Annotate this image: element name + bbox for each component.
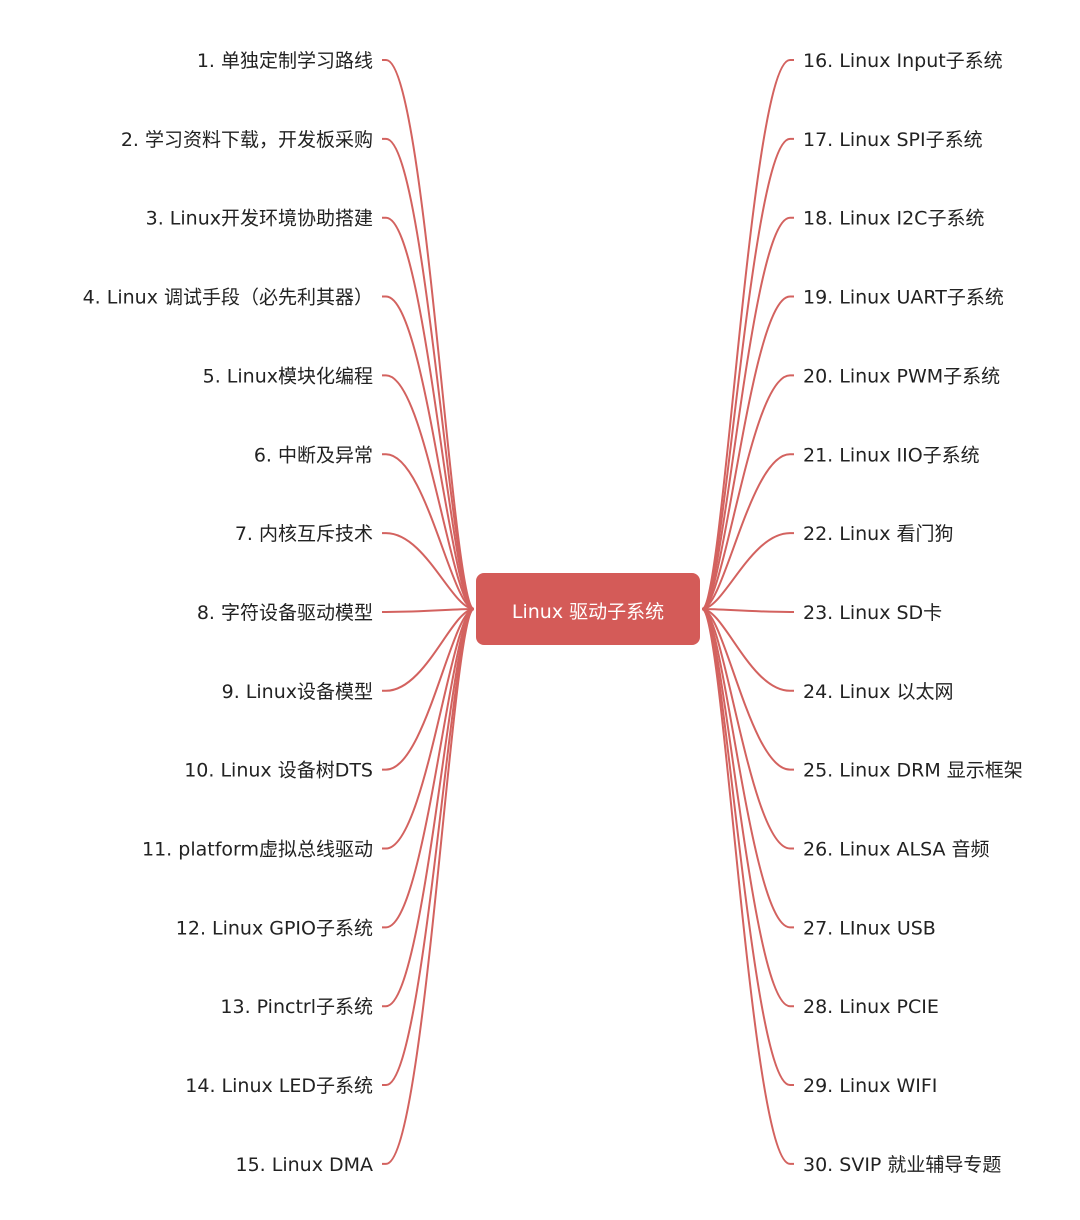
- right-branch-label: 30. SVIP 就业辅导专题: [803, 1154, 1001, 1176]
- left-branch-label: 6. 中断及异常: [254, 444, 373, 466]
- right-branch-connector: [701, 608, 794, 929]
- right-branch-label: 23. Linux SD卡: [803, 602, 942, 624]
- right-branch-label: 26. Linux ALSA 音频: [803, 839, 990, 861]
- left-branch-label: 8. 字符设备驱动模型: [197, 602, 373, 624]
- right-branch-label: 19. Linux UART子系统: [803, 287, 1004, 309]
- left-branch-connector: [382, 608, 475, 1087]
- right-branch-connector: [701, 374, 794, 610]
- left-branch-label: 3. Linux开发环境协助搭建: [146, 208, 373, 230]
- right-branch-connector: [701, 216, 794, 610]
- right-branch-label: 21. Linux IIO子系统: [803, 444, 980, 466]
- left-connectors: [382, 59, 475, 1165]
- left-branch-labels: 1. 单独定制学习路线 2. 学习资料下载，开发板采购 3. Linux开发环境协助…: [83, 50, 373, 1176]
- right-branch-label: 22. Linux 看门狗: [803, 523, 954, 545]
- left-branch-connector: [382, 608, 475, 1165]
- left-branch-connector: [382, 608, 475, 929]
- right-branch-label: 16. Linux Input子系统: [803, 50, 1003, 72]
- root-node: Linux 驱动子系统: [476, 573, 700, 645]
- right-branch-connector: [701, 137, 794, 610]
- left-branch-label: 1. 单独定制学习路线: [197, 50, 373, 72]
- left-branch-connector: [382, 216, 475, 610]
- right-branch-label: 17. Linux SPI子系统: [803, 129, 983, 151]
- right-connectors: [701, 59, 794, 1165]
- right-branch-connector: [701, 453, 794, 610]
- right-branch-label: 28. Linux PCIE: [803, 996, 939, 1018]
- right-branch-connector: [701, 608, 794, 1087]
- right-branch-label: 27. LInux USB: [803, 917, 936, 939]
- left-branch-connector: [382, 608, 475, 771]
- right-branch-label: 24. Linux 以太网: [803, 681, 954, 703]
- right-branch-connector: [701, 295, 794, 610]
- left-branch-label: 12. Linux GPIO子系统: [176, 917, 373, 939]
- right-branch-label: 18. Linux I2C子系统: [803, 208, 984, 230]
- right-branch-connector: [701, 59, 794, 610]
- left-branch-connector: [382, 453, 475, 610]
- left-branch-connector: [382, 295, 475, 610]
- left-branch-label: 2. 学习资料下载，开发板采购: [121, 129, 373, 151]
- left-branch-connector: [382, 608, 475, 613]
- right-branch-label: 25. Linux DRM 显示框架: [803, 760, 1023, 782]
- right-branch-label: 20. Linux PWM子系统: [803, 365, 1000, 387]
- right-branch-connector: [701, 532, 794, 610]
- right-branch-labels: 16. Linux Input子系统 17. Linux SPI子系统 18. Li…: [803, 50, 1023, 1176]
- right-branch-connector: [701, 608, 794, 850]
- left-branch-connector: [382, 608, 475, 850]
- left-branch-label: 13. Pinctrl子系统: [220, 996, 373, 1018]
- left-branch-connector: [382, 608, 475, 692]
- left-branch-label: 15. Linux DMA: [235, 1154, 373, 1176]
- left-branch-label: 10. Linux 设备树DTS: [184, 760, 373, 782]
- left-branch-label: 5. Linux模块化编程: [203, 365, 373, 387]
- right-branch-label: 29. Linux WIFI: [803, 1075, 937, 1097]
- right-branch-connector: [701, 608, 794, 613]
- left-branch-connector: [382, 532, 475, 610]
- left-branch-connector: [382, 137, 475, 610]
- right-branch-connector: [701, 608, 794, 1165]
- right-branch-connector: [701, 608, 794, 692]
- left-branch-connector: [382, 59, 475, 610]
- left-branch-label: 9. Linux设备模型: [222, 681, 373, 703]
- left-branch-label: 4. Linux 调试手段（必先利其器）: [83, 287, 373, 309]
- root-node-label: Linux 驱动子系统: [512, 601, 664, 623]
- left-branch-connector: [382, 374, 475, 610]
- left-branch-label: 11. platform虚拟总线驱动: [142, 839, 373, 861]
- left-branch-label: 14. Linux LED子系统: [185, 1075, 373, 1097]
- root-node-box: [476, 573, 700, 645]
- right-branch-connector: [701, 608, 794, 771]
- left-branch-label: 7. 内核互斥技术: [235, 523, 373, 545]
